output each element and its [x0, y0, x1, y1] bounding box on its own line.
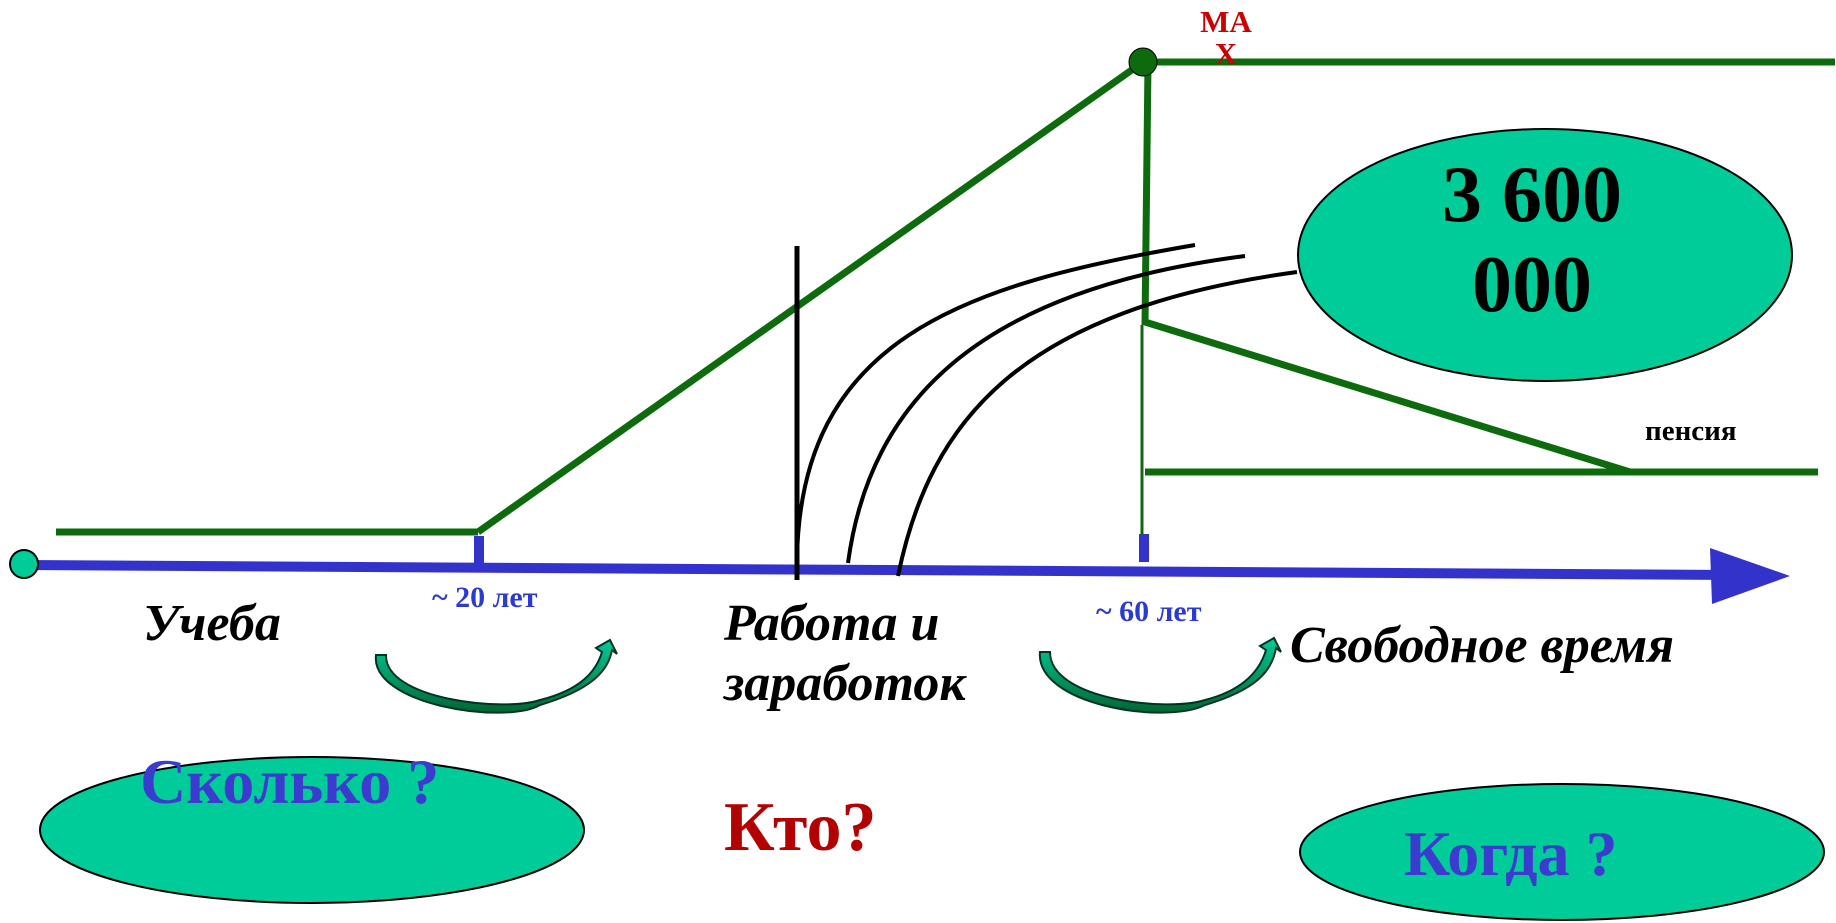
time-axis [23, 560, 1736, 580]
transition-arrow-60 [1038, 636, 1282, 714]
age-60-label: ~ 60 лет [1096, 595, 1202, 628]
career-growth-line [475, 59, 1146, 535]
max-point [1128, 47, 1158, 77]
stage-work-label: Работа и заработок [724, 595, 966, 712]
when-bubble [1299, 783, 1825, 921]
question-how-much: Сколько ? [140, 746, 440, 817]
stage-study-label: Учеба [143, 595, 281, 652]
tick-20 [474, 536, 484, 564]
stage-free-time-label: Свободное время [1290, 617, 1674, 674]
savings-curve-2 [846, 254, 1246, 564]
savings-decline-line [1143, 318, 1632, 476]
tick-60 [1139, 534, 1149, 562]
transition-arrow-20 [374, 638, 618, 714]
savings-curve-1 [795, 243, 1196, 561]
pension-label: пенсия [1645, 415, 1737, 447]
amount-bubble [1297, 128, 1793, 382]
origin-point [9, 549, 39, 579]
max-label: МА X [1200, 4, 1252, 71]
age-20-label: ~ 20 лет [432, 581, 538, 614]
time-axis-arrowhead [1710, 548, 1790, 604]
question-who: Кто? [724, 789, 877, 866]
question-when: Когда ? [1404, 818, 1618, 889]
amount-value: 3 600 000 [1442, 151, 1622, 329]
income-drop-line [1141, 63, 1152, 326]
savings-curve-3 [896, 270, 1298, 577]
how-much-bubble [39, 756, 585, 904]
